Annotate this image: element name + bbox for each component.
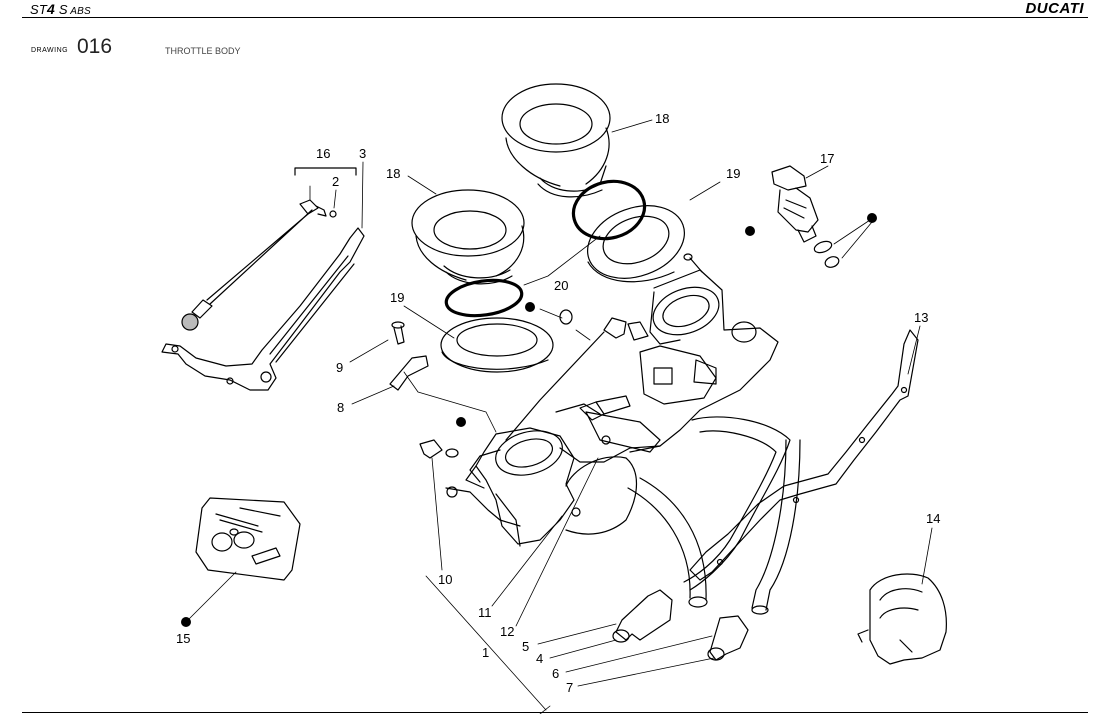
callout-6: 6 <box>552 666 559 681</box>
callout-10: 10 <box>438 572 452 587</box>
callout-16: 16 <box>316 146 330 161</box>
hose-parts <box>612 416 801 661</box>
screw-part-9 <box>391 321 405 345</box>
callout-2: 2 <box>332 174 339 189</box>
leaders-17 <box>805 165 873 259</box>
leader-15 <box>185 571 237 623</box>
callout-5: 5 <box>522 639 529 654</box>
callout-8: 8 <box>337 400 344 415</box>
drawing-label: DRAWING <box>31 47 69 54</box>
cover-part <box>857 573 947 665</box>
callout-1: 1 <box>482 645 489 660</box>
leader-13 <box>907 325 921 375</box>
callout-9: 9 <box>336 360 343 375</box>
leaders-18 <box>407 119 653 195</box>
drawing-title: THROTTLE BODY <box>165 46 241 56</box>
header-rule <box>22 17 1088 18</box>
gasket-kit-part <box>195 497 301 581</box>
intake-funnel-upper <box>501 83 611 198</box>
leaders-19 <box>403 181 721 339</box>
callout-19-upper: 19 <box>726 166 740 181</box>
fitting-part-10 <box>419 439 459 459</box>
o-ring-upper <box>571 179 647 241</box>
bracket-part <box>161 227 365 391</box>
model-title: ST4 S ABS <box>30 1 91 17</box>
hole-rings <box>539 253 703 341</box>
injector-part <box>771 165 840 268</box>
leader-14 <box>921 527 933 585</box>
linkage-rod-part <box>181 199 337 331</box>
callout-20: 20 <box>554 278 568 293</box>
callout-17: 17 <box>820 151 834 166</box>
leaders-4-5-6-7 <box>537 623 715 687</box>
callout-18-lower: 18 <box>386 166 400 181</box>
leader-20 <box>523 235 601 286</box>
callout-14: 14 <box>926 511 940 526</box>
leaders-16-2-3 <box>309 161 364 229</box>
model-prefix: ST <box>30 2 48 17</box>
callout-12: 12 <box>500 624 514 639</box>
callout-7: 7 <box>566 680 573 695</box>
throttle-body-assembly <box>445 269 779 547</box>
clip-part-8 <box>389 355 429 391</box>
callout-13: 13 <box>914 310 928 325</box>
o-ring-lower <box>444 278 524 318</box>
leaders-11-12 <box>491 457 599 627</box>
brand-logo: DUCATI <box>1025 0 1084 17</box>
gasket-upper <box>586 205 686 283</box>
intake-funnel-lower <box>411 189 525 285</box>
long-bracket-part <box>689 329 919 581</box>
callout-18-upper: 18 <box>655 111 669 126</box>
bullet-markers <box>181 213 877 627</box>
model-abs: ABS <box>67 6 91 17</box>
footer-rule <box>22 712 1088 713</box>
callout-15: 15 <box>176 631 190 646</box>
callout-11: 11 <box>478 605 492 620</box>
callout-19-lower: 19 <box>390 290 404 305</box>
model-number: 4 <box>47 1 56 17</box>
callout-4: 4 <box>536 651 543 666</box>
bracket-16-leader <box>294 167 357 176</box>
leaders-8-9 <box>349 339 497 433</box>
drawing-number: 016 <box>77 35 113 58</box>
gasket-lower <box>440 317 554 373</box>
callout-3: 3 <box>359 146 366 161</box>
model-suffix: S <box>55 2 68 17</box>
